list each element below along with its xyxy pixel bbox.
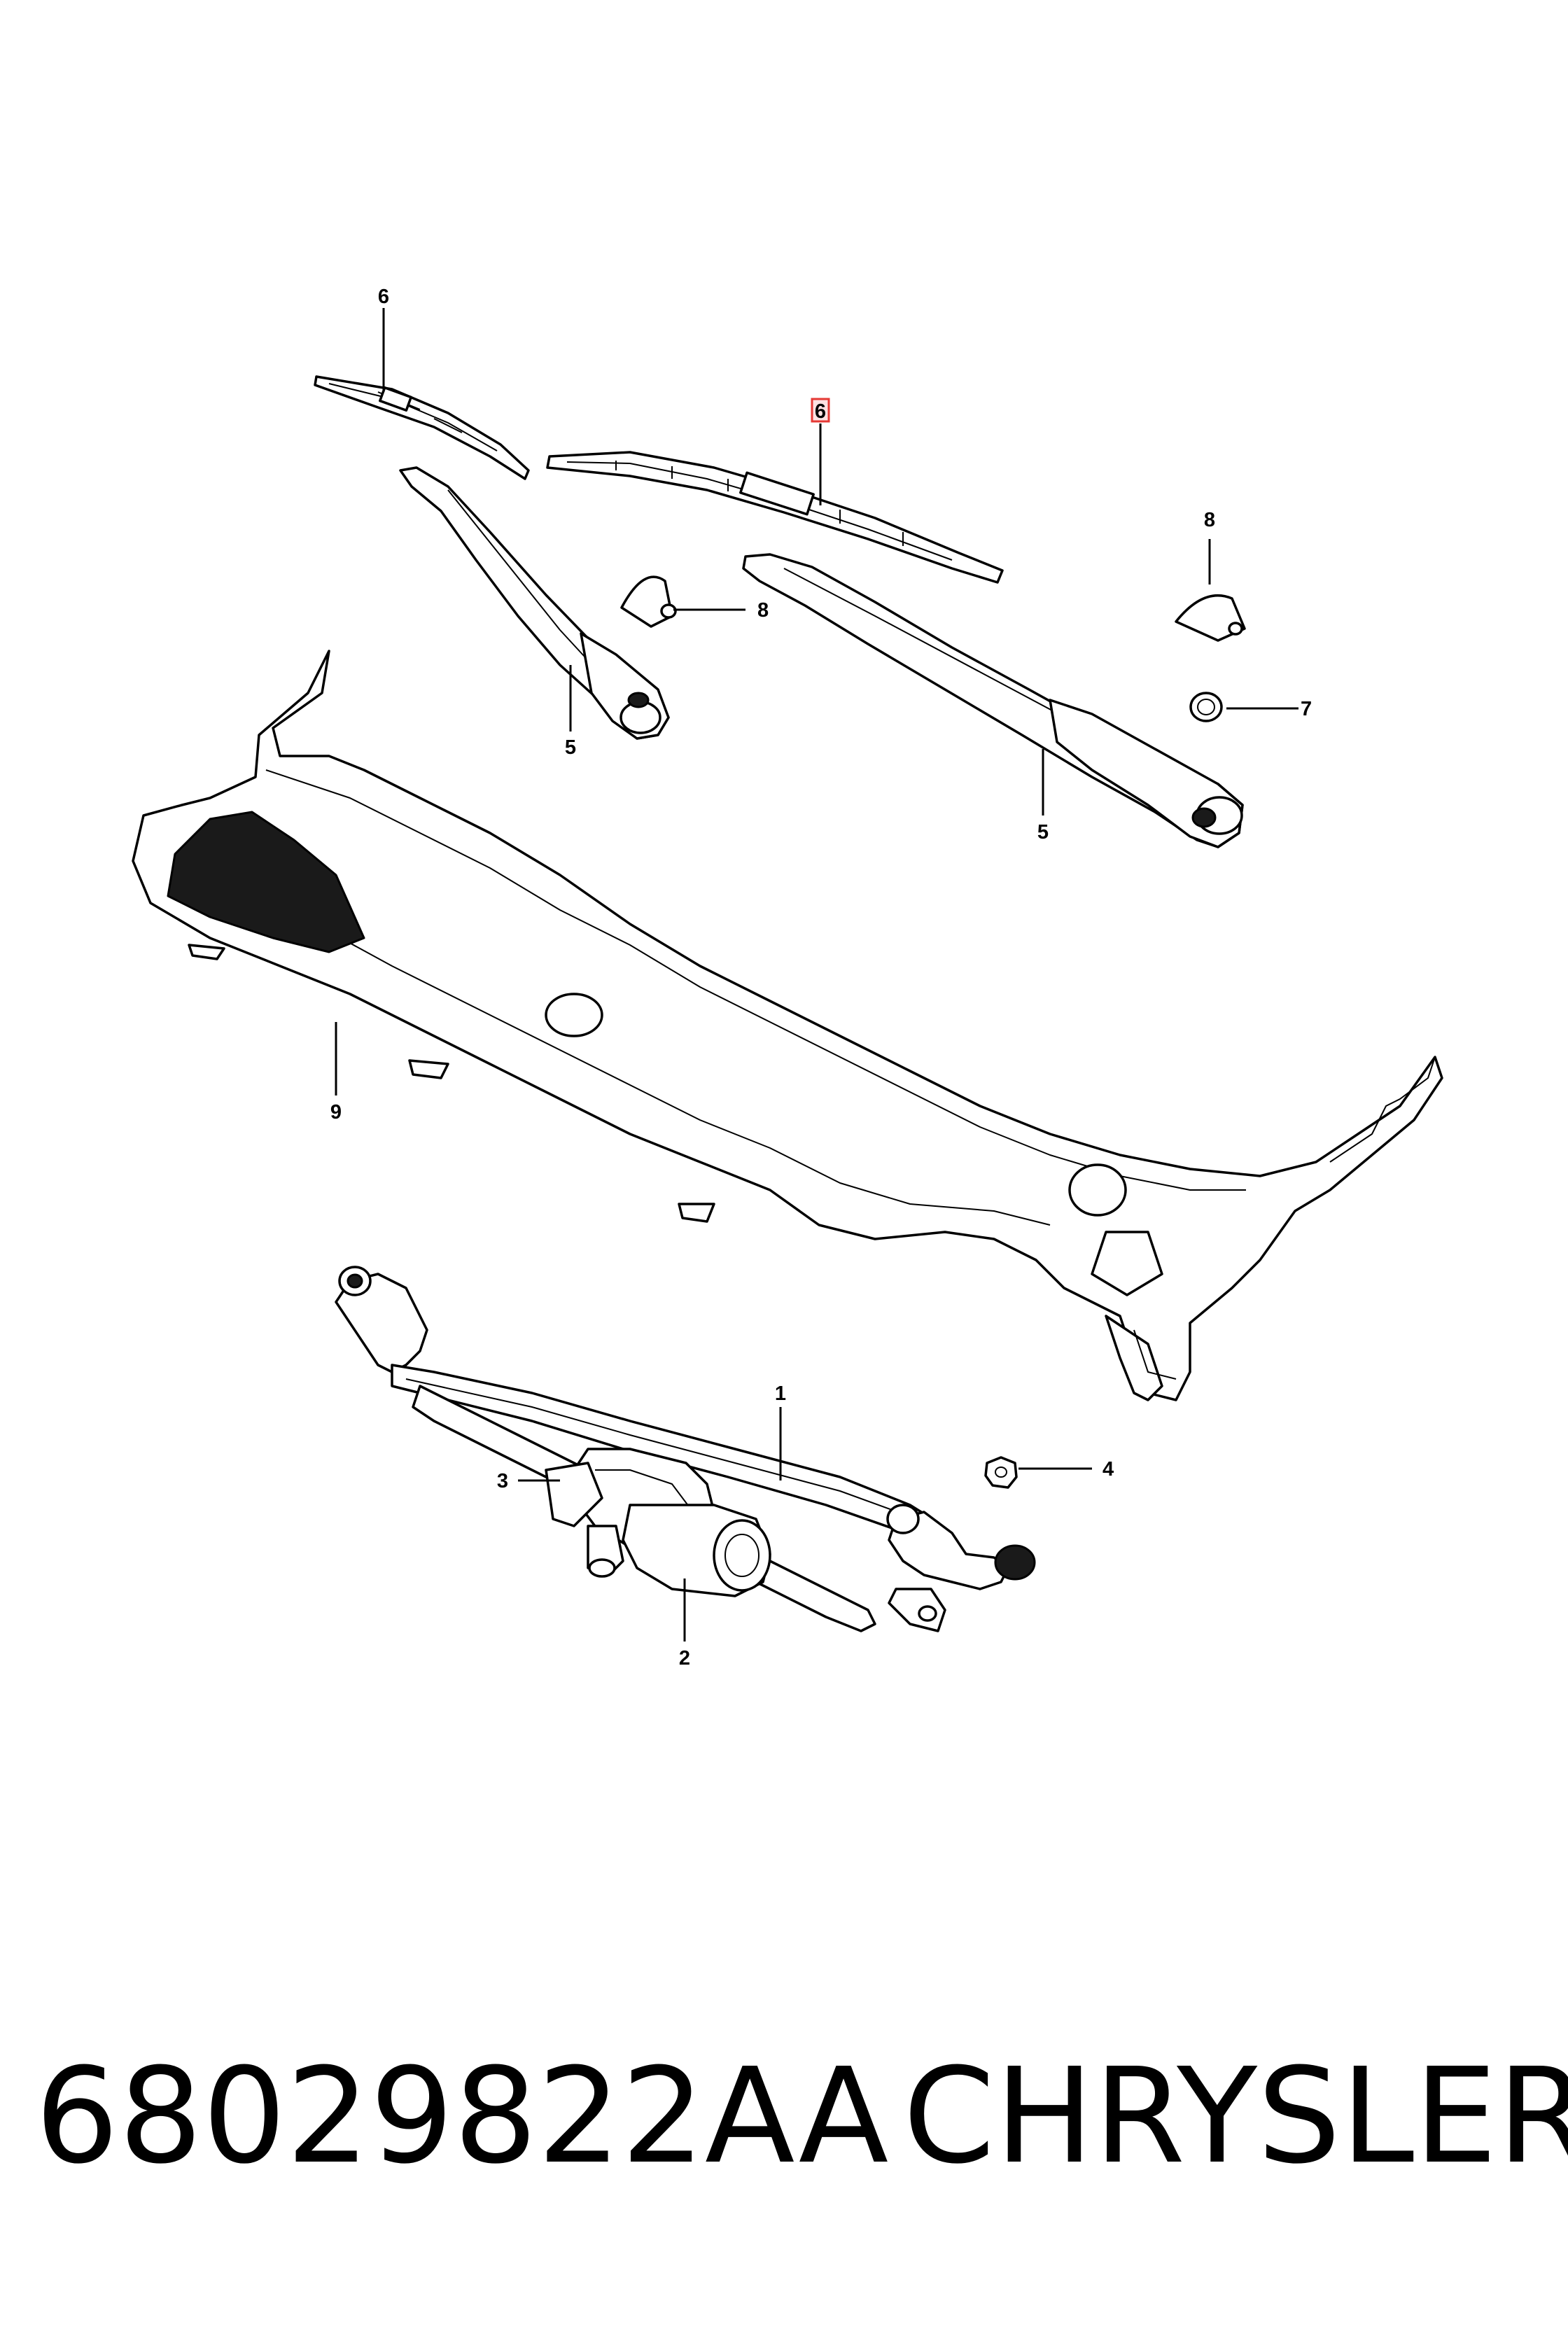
callout-5-left[interactable]: 5 (565, 736, 576, 759)
leader-lines (335, 308, 1298, 1642)
callout-8-left[interactable]: 8 (757, 599, 769, 622)
left-wiper-arm (399, 466, 670, 740)
callout-5-right[interactable]: 5 (1037, 821, 1049, 844)
callout-7[interactable]: 7 (1301, 698, 1312, 720)
callout-8-right[interactable]: 8 (1204, 509, 1215, 531)
wiper-motor (545, 1448, 771, 1597)
callout-3[interactable]: 3 (497, 1470, 508, 1492)
nut-cap-right (1175, 594, 1246, 642)
callout-9[interactable]: 9 (330, 1101, 342, 1124)
right-wiper-blade (546, 451, 1004, 584)
callout-labels: 6 6 8 8 7 5 5 9 1 3 4 2 (330, 286, 1312, 1670)
callout-4[interactable]: 4 (1102, 1458, 1114, 1480)
callout-6-left[interactable]: 6 (378, 286, 389, 308)
nut-cap-left (620, 575, 677, 628)
right-wiper-arm (742, 553, 1244, 848)
callout-2[interactable]: 2 (679, 1647, 690, 1670)
part-number: 68029822AA (35, 2040, 889, 2193)
callout-6-right-highlight (811, 398, 830, 423)
cowl-panel (132, 650, 1443, 1401)
brand-name: CHRYSLER (903, 2040, 1568, 2193)
motor-nut (984, 1456, 1018, 1489)
callout-6-right[interactable]: 6 (815, 400, 826, 423)
nut (1189, 692, 1223, 722)
callout-1[interactable]: 1 (775, 1382, 786, 1405)
left-wiper-blade (314, 375, 530, 480)
